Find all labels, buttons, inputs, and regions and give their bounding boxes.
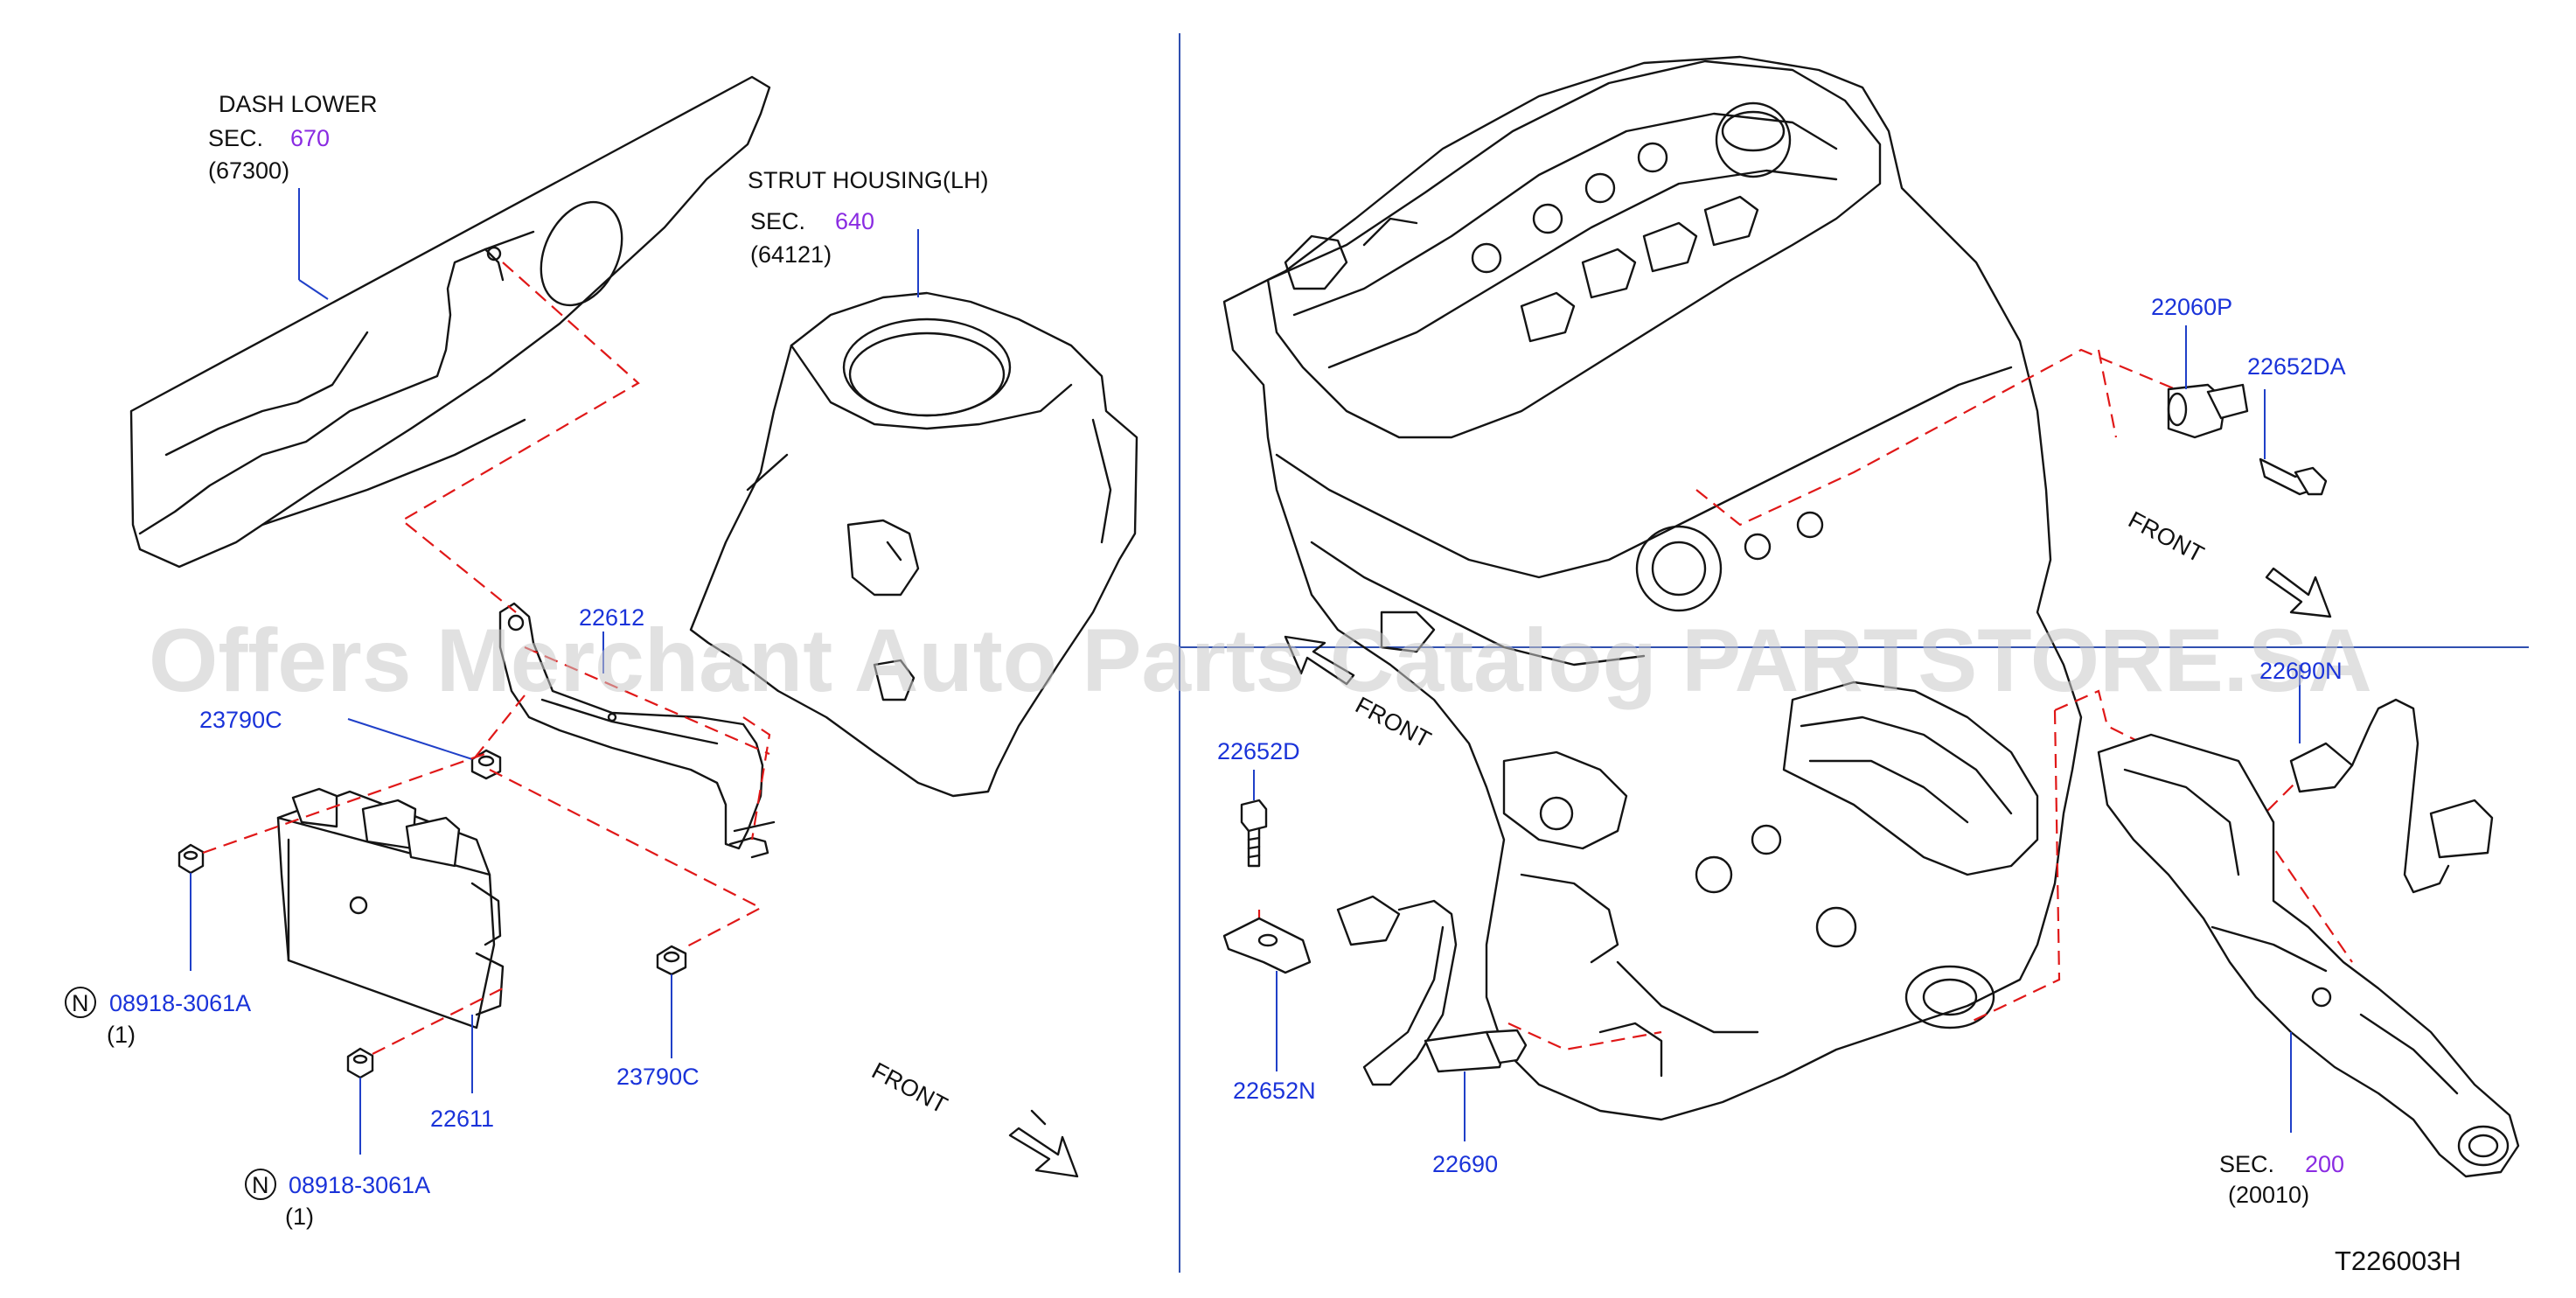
- front-arrow-left: [1008, 1109, 1079, 1178]
- exhaust-sec-prefix: SEC.: [2219, 1151, 2274, 1177]
- label-08918-b[interactable]: 08918-3061A: [289, 1172, 430, 1198]
- o2-sensor-22690: [1336, 895, 1528, 1086]
- label-22652da[interactable]: 22652DA: [2247, 353, 2346, 380]
- engine-block: [1222, 55, 2083, 1121]
- nut-23790c-bottom: [656, 945, 687, 976]
- qty-08918-a: (1): [107, 1022, 136, 1048]
- label-23790c-bottom[interactable]: 23790C: [616, 1064, 700, 1090]
- label-08918-a[interactable]: 08918-3061A: [109, 990, 251, 1016]
- dash-lower-title: DASH LOWER: [219, 91, 378, 117]
- strut-housing: [689, 291, 1138, 798]
- exhaust-sec-num[interactable]: 200: [2305, 1151, 2344, 1177]
- nut-08918-b: [346, 1047, 374, 1079]
- label-22690n[interactable]: 22690N: [2259, 658, 2343, 684]
- label-22611[interactable]: 22611: [430, 1106, 494, 1132]
- nut-08918-a: [178, 843, 205, 875]
- front-arrow-right-top: [2265, 567, 2332, 618]
- left-dashed-guides: [202, 262, 771, 1055]
- label-22652n[interactable]: 22652N: [1233, 1078, 1316, 1104]
- label-22652d[interactable]: 22652D: [1217, 738, 1300, 764]
- front-label-right-top: FRONT: [2124, 506, 2208, 568]
- n-symbol-b: N: [252, 1172, 269, 1198]
- dash-lower-part: (67300): [208, 157, 289, 184]
- n-circle-a: [65, 987, 96, 1018]
- strut-housing-title: STRUT HOUSING(LH): [748, 167, 989, 193]
- front-arrow-middle: [1284, 635, 1355, 686]
- dash-lower-sec-num[interactable]: 670: [290, 125, 330, 151]
- knock-sensor-22060p: [2167, 383, 2249, 439]
- bolt-22652d: [1240, 799, 1268, 868]
- front-label-left: FRONT: [867, 1057, 951, 1119]
- strut-housing-part: (64121): [750, 241, 832, 268]
- label-22612[interactable]: 22612: [579, 604, 644, 631]
- diagram-code: T226003H: [2335, 1246, 2461, 1276]
- n-symbol-a: N: [72, 990, 89, 1016]
- ecu-22611: [276, 787, 505, 1029]
- label-23790c-top[interactable]: 23790C: [199, 707, 282, 733]
- exhaust-part: (20010): [2228, 1182, 2309, 1208]
- n-circle-b: [245, 1169, 276, 1200]
- strut-housing-sec-prefix: SEC.: [750, 208, 805, 234]
- o2-sensor-22690n: [2289, 698, 2494, 894]
- watermark: Offers Merchant Auto Parts Catalog PARTS…: [149, 611, 2372, 710]
- bracket-22652n: [1222, 917, 1312, 974]
- label-22060p[interactable]: 22060P: [2151, 294, 2232, 320]
- bolt-22652da: [2259, 457, 2328, 496]
- leader-23790c-top: [347, 718, 473, 760]
- dash-lower-sec-prefix: SEC.: [208, 125, 263, 151]
- qty-08918-b: (1): [285, 1204, 314, 1230]
- catalytic-converter: [2097, 733, 2520, 1178]
- strut-housing-sec-num[interactable]: 640: [835, 208, 874, 234]
- bracket-22612: [498, 602, 776, 859]
- dash-lower-panel: [129, 75, 771, 569]
- label-22690[interactable]: 22690: [1432, 1151, 1498, 1177]
